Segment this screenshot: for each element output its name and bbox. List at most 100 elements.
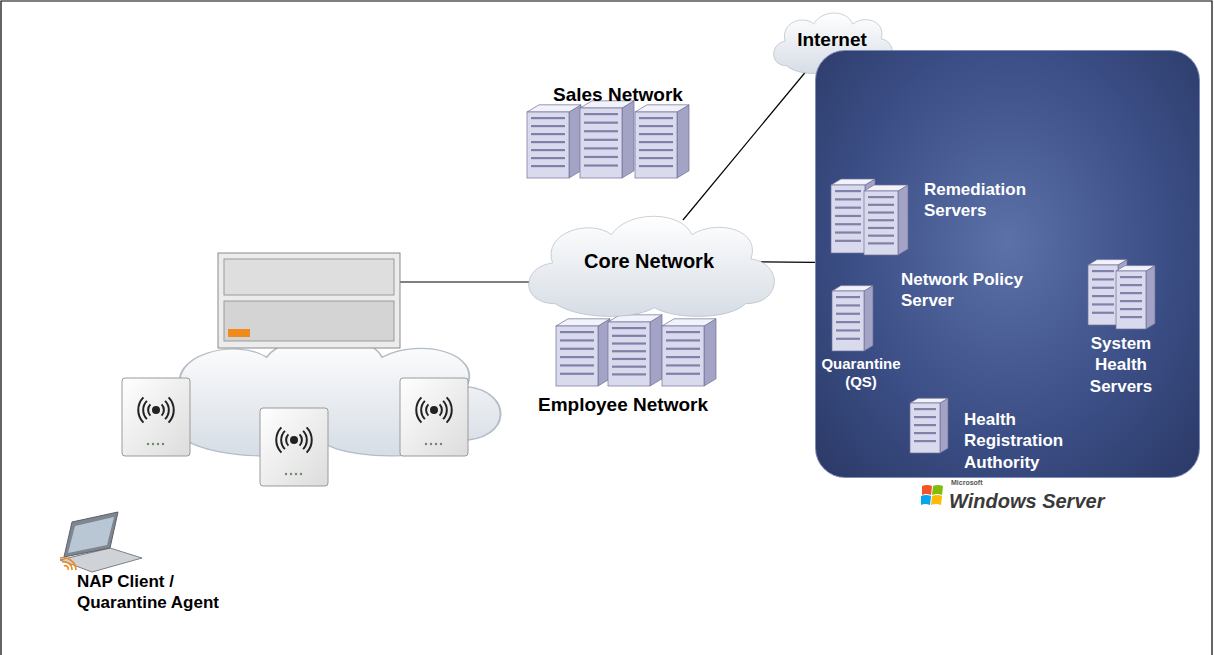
ap-led — [295, 473, 297, 475]
tower-slot — [560, 356, 594, 358]
ap-wave — [169, 397, 174, 422]
tower-front — [1088, 265, 1118, 325]
tower-top — [910, 398, 948, 403]
tower-slot — [584, 139, 618, 141]
ap-led — [157, 443, 159, 445]
tower-slot — [584, 113, 618, 115]
tower-slot — [1092, 278, 1114, 280]
tower-slot — [612, 350, 646, 352]
tower-top — [527, 105, 581, 112]
tower-side — [569, 105, 581, 178]
network-label: Sales Network — [553, 83, 733, 107]
tower-slot — [835, 207, 861, 209]
tower-slot — [835, 215, 861, 217]
tower-slot — [612, 327, 646, 329]
ap-wave — [307, 427, 312, 452]
tower-slot — [868, 211, 894, 213]
logo-pane — [922, 485, 932, 495]
server-name: Quarantine (QS) — [821, 355, 901, 393]
server-tower — [635, 105, 689, 178]
tower-slot — [835, 223, 861, 225]
access-point — [260, 408, 328, 486]
tower-front — [1116, 271, 1146, 329]
tower-top — [831, 179, 875, 185]
tower-slot — [868, 204, 894, 206]
ap-body — [260, 408, 328, 486]
network-link — [683, 60, 815, 220]
ap-wave — [276, 427, 281, 452]
network-label: Employee Network — [538, 393, 738, 417]
tower-front — [831, 185, 865, 253]
mobility-controller — [218, 253, 400, 348]
tower-slot — [1120, 276, 1142, 278]
tower-slot — [612, 342, 646, 344]
tower-slot — [835, 190, 861, 192]
ap-antenna — [152, 406, 160, 414]
tower-slot — [666, 339, 700, 341]
tower-slot — [531, 125, 565, 127]
server-name: Remediation Servers — [924, 179, 1049, 222]
tower-slot — [1120, 316, 1142, 318]
tower-slot — [868, 242, 894, 244]
tower-side — [1146, 266, 1155, 329]
ap-led — [425, 443, 427, 445]
tower-slot — [666, 364, 700, 366]
server-tower — [1116, 266, 1155, 329]
tower-slot — [639, 141, 673, 143]
logo-text: Microsoft — [951, 479, 1011, 488]
tower-slot — [584, 147, 618, 149]
tower-slot — [531, 117, 565, 119]
tower-slot — [835, 231, 861, 233]
tower-slot — [835, 198, 861, 200]
tower-slot — [612, 373, 646, 375]
tower-side — [704, 319, 716, 386]
tower-slot — [612, 335, 646, 337]
ap-led — [285, 473, 287, 475]
tower-top — [864, 185, 908, 191]
server-name: System Health Servers — [1076, 333, 1166, 397]
logo-pane — [932, 485, 943, 495]
logo-pane — [921, 495, 931, 505]
controller-panel — [224, 259, 394, 295]
ap-wave — [300, 434, 302, 445]
tower-front — [864, 191, 898, 255]
tower-slot — [666, 331, 700, 333]
ap-wave — [162, 404, 164, 415]
tower-slot — [584, 130, 618, 132]
laptop-screen — [64, 512, 118, 557]
tower-slot — [836, 296, 860, 298]
tower-side — [898, 185, 908, 255]
tower-top — [1116, 266, 1155, 271]
tower-slot — [666, 356, 700, 358]
ap-wave — [416, 397, 421, 422]
tower-slot — [914, 408, 936, 410]
tower-slot — [836, 304, 860, 306]
ap-wave — [165, 401, 169, 419]
tower-front — [556, 326, 598, 386]
panel-heading: Windows Server — [949, 489, 1129, 514]
tower-slot — [612, 358, 646, 360]
tower-slot — [560, 373, 594, 375]
wireless-card — [60, 558, 76, 570]
ap-led — [300, 473, 302, 475]
tower-slot — [1120, 300, 1142, 302]
tower-slot — [868, 219, 894, 221]
server-label: Network Policy ServerQuarantine (QS) — [821, 269, 961, 349]
network-cloud: Core Network — [515, 198, 783, 324]
tower-slot — [531, 149, 565, 151]
tower-slot — [639, 157, 673, 159]
ap-wave — [286, 434, 288, 445]
ap-led — [152, 443, 154, 445]
tower-slot — [560, 364, 594, 366]
tower-slot — [639, 133, 673, 135]
network-link — [761, 261, 815, 263]
tower-slot — [868, 235, 894, 237]
tower-slot — [1092, 295, 1114, 297]
tower-slot — [868, 196, 894, 198]
tower-slot — [1120, 284, 1142, 286]
client-label: NAP Client / Quarantine Agent — [77, 571, 235, 614]
tower-slot — [531, 141, 565, 143]
ap-led — [162, 443, 164, 445]
